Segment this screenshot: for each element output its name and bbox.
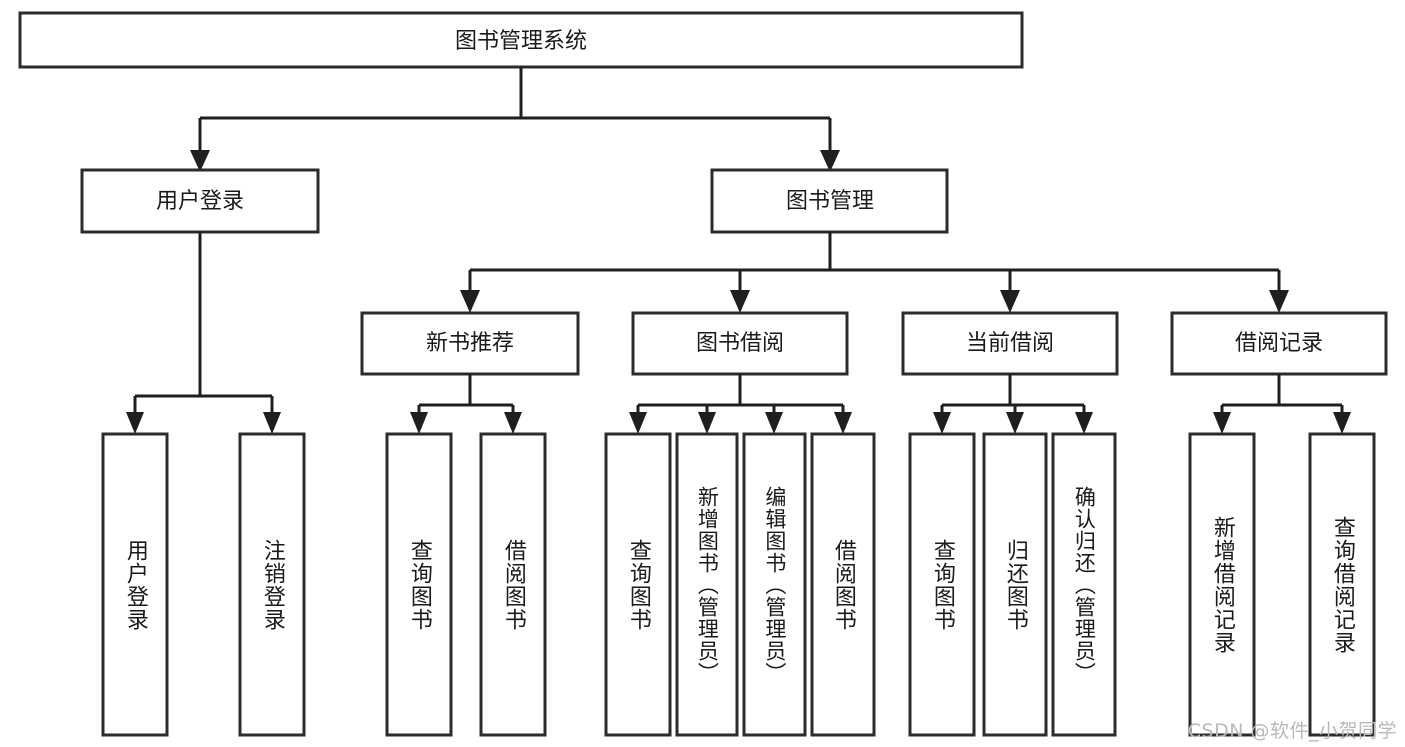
node-book-manage-label: 图书管理 xyxy=(786,189,874,214)
node-root-label: 图书管理系统 xyxy=(455,29,587,54)
node-book-borrow[interactable]: 图书借阅 xyxy=(631,311,849,376)
arrow-leaf-rec-query xyxy=(410,412,428,434)
arrow-leaf-borrow-query xyxy=(629,412,647,434)
connector-book-borrow-to-leaves xyxy=(629,374,852,434)
connector-current-borrow-to-leaves xyxy=(933,374,1093,434)
node-leaf-user-logout-box[interactable] xyxy=(238,432,306,737)
node-leaf-cur-return-box[interactable] xyxy=(982,432,1048,737)
connector-new-book-rec-to-leaves xyxy=(410,374,522,434)
node-new-book-rec-label: 新书推荐 xyxy=(426,331,514,356)
node-new-book-rec-box[interactable] xyxy=(360,311,580,376)
node-leaf-book-add-box[interactable] xyxy=(675,432,739,737)
node-leaf-rec-query-box[interactable] xyxy=(385,432,453,737)
arrow-to-current-borrow xyxy=(1000,290,1020,313)
arrow-to-new-book-rec xyxy=(460,290,480,313)
arrow-leaf-book-borrow xyxy=(834,412,852,434)
connector-borrow-record-to-leaves xyxy=(1213,374,1351,434)
arrow-leaf-cur-query xyxy=(933,412,951,434)
node-leaf-user-login-box[interactable] xyxy=(101,432,169,737)
node-book-borrow-label: 图书借阅 xyxy=(696,331,784,356)
node-book-manage[interactable]: 图书管理 xyxy=(710,168,949,234)
node-current-borrow-label: 当前借阅 xyxy=(966,331,1054,356)
arrow-leaf-cur-return xyxy=(1006,412,1024,434)
arrow-leaf-user-login xyxy=(126,412,144,434)
arrow-to-borrow-record xyxy=(1269,290,1289,313)
node-leaf-rec-borrow-box[interactable] xyxy=(479,432,547,737)
connector-user-login-to-leaves xyxy=(126,232,281,434)
node-new-book-rec[interactable]: 新书推荐 xyxy=(360,311,580,376)
node-leaf-cur-confirm-box[interactable] xyxy=(1051,432,1117,737)
node-leaf-rec-query2-box[interactable] xyxy=(1308,432,1376,737)
node-book-manage-box[interactable] xyxy=(710,168,949,234)
node-root-box[interactable] xyxy=(18,11,1024,69)
arrow-leaf-rec-borrow xyxy=(504,412,522,434)
node-current-borrow[interactable]: 当前借阅 xyxy=(901,311,1119,376)
node-borrow-record-label: 借阅记录 xyxy=(1235,331,1323,356)
node-borrow-record[interactable]: 借阅记录 xyxy=(1170,311,1388,376)
node-user-login[interactable]: 用户登录 xyxy=(80,168,320,234)
arrow-leaf-rec-add xyxy=(1213,412,1231,434)
arrow-leaf-user-logout xyxy=(263,412,281,434)
node-leaf-book-borrow-box[interactable] xyxy=(810,432,876,737)
node-book-borrow-box[interactable] xyxy=(631,311,849,376)
connector-book-manage-to-level3 xyxy=(460,232,1289,313)
arrow-leaf-cur-confirm xyxy=(1075,412,1093,434)
arrow-leaf-rec-query2 xyxy=(1333,412,1351,434)
node-leaf-book-edit-box[interactable] xyxy=(742,432,807,737)
node-leaf-cur-query-box[interactable] xyxy=(908,432,976,737)
arrow-to-book-manage xyxy=(820,150,840,172)
arrow-to-user-login xyxy=(190,150,210,172)
arrow-leaf-book-add xyxy=(698,412,716,434)
node-user-login-box[interactable] xyxy=(80,168,320,234)
csdn-watermark: CSDN @软件_小贺同学 xyxy=(1187,720,1397,742)
node-root[interactable]: 图书管理系统 xyxy=(18,11,1024,69)
connector-root-to-level2 xyxy=(190,67,840,172)
arrow-leaf-book-edit xyxy=(765,412,783,434)
node-leaf-borrow-query-box[interactable] xyxy=(604,432,672,737)
node-current-borrow-box[interactable] xyxy=(901,311,1119,376)
node-borrow-record-box[interactable] xyxy=(1170,311,1388,376)
arrow-to-book-borrow xyxy=(730,290,750,313)
node-leaf-rec-add-box[interactable] xyxy=(1188,432,1256,737)
node-user-login-label: 用户登录 xyxy=(156,189,244,214)
